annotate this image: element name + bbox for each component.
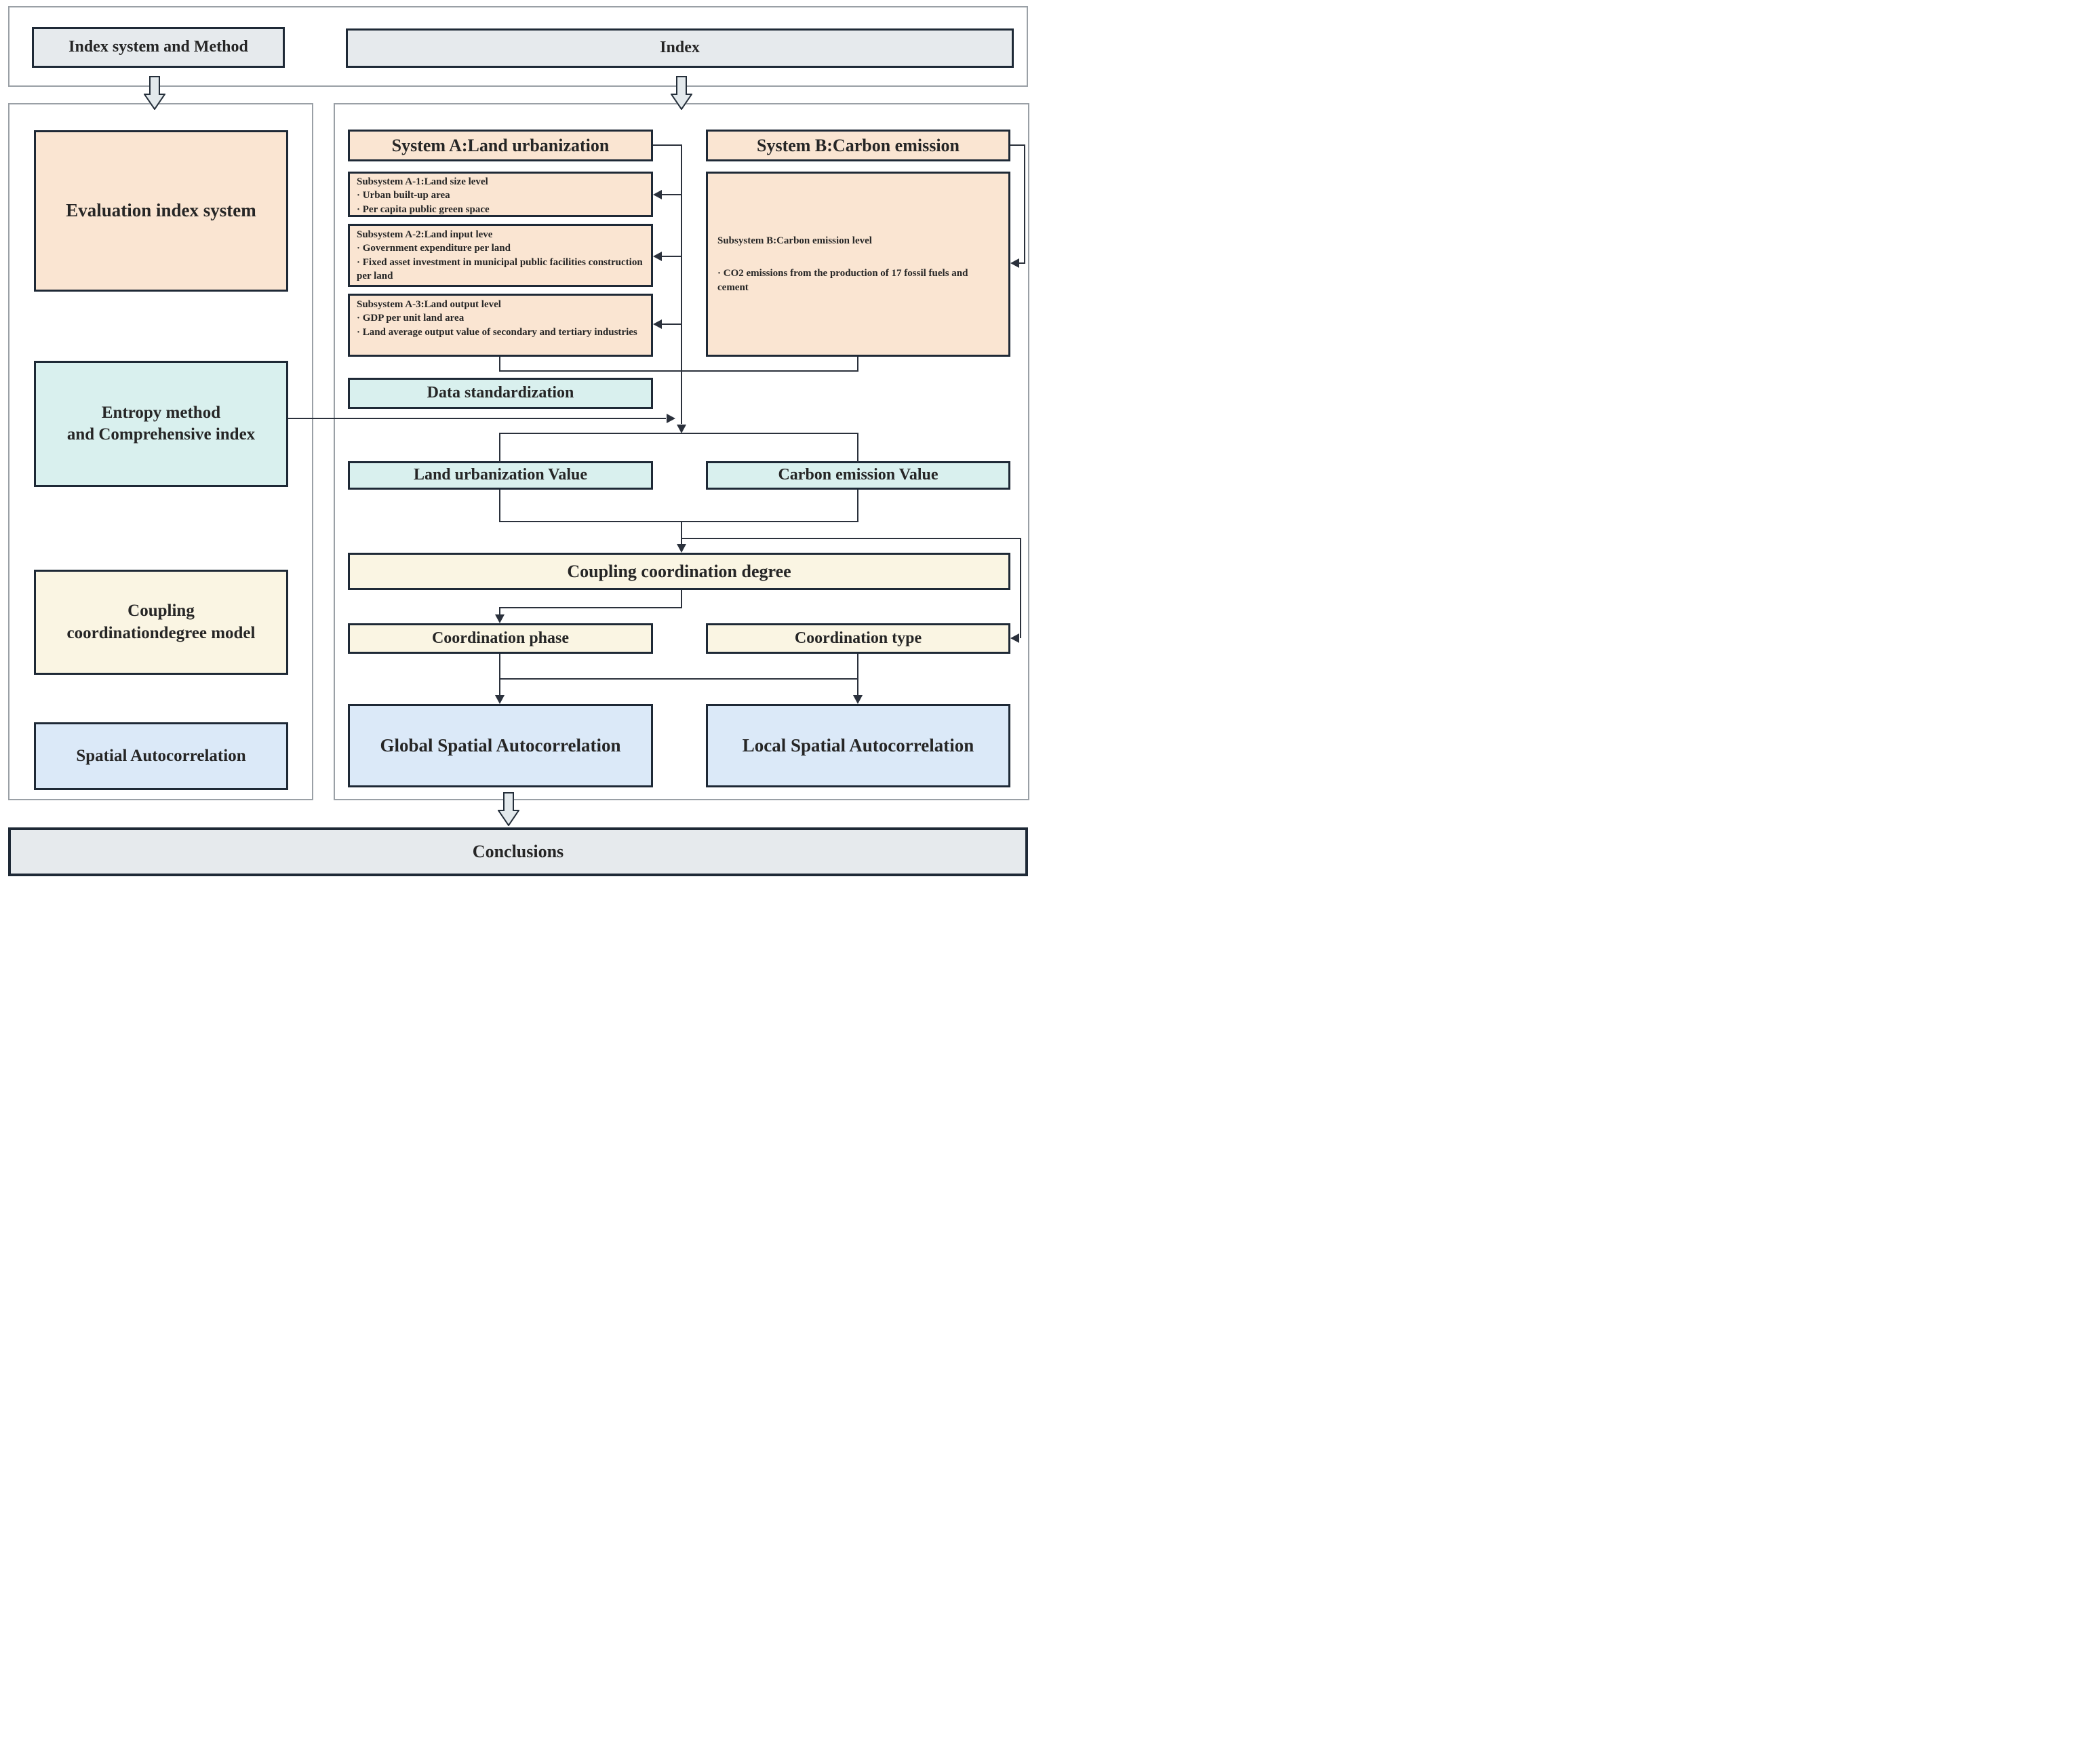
connector-into-b <box>1019 262 1025 264</box>
arrowhead-into-a2 <box>653 252 662 261</box>
arrowhead-into-b <box>1010 258 1019 268</box>
subsystem-a2-item: · Government expenditure per land <box>357 243 511 254</box>
entropy-method-box: Entropy method and Comprehensive index <box>34 361 288 487</box>
subsystem-b-box: Subsystem B:Carbon emission level · CO2 … <box>706 172 1010 357</box>
index-system-method-label: Index system and Method <box>68 38 248 56</box>
system-b-title: System B:Carbon emission <box>756 135 960 155</box>
entropy-method-label: Entropy method and Comprehensive index <box>66 403 256 444</box>
coordination-phase-label: Coordination phase <box>431 629 570 647</box>
subsystem-a3-item: · GDP per unit land area <box>357 313 465 324</box>
connector-a3-drop <box>499 357 500 372</box>
connector-b-drop <box>857 357 858 372</box>
connector-into-a1 <box>662 194 681 195</box>
coordination-phase-box: Coordination phase <box>348 623 653 654</box>
subsystem-a3-item: · Land average output value of secondary… <box>357 326 637 338</box>
system-b-header: System B:Carbon emission <box>706 130 1010 161</box>
connector-sysb-stub <box>1010 144 1025 146</box>
connector-split-right-drop <box>857 433 858 463</box>
spatial-autocorrelation-label: Spatial Autocorrelation <box>76 746 246 765</box>
subsystem-a1-title: Subsystem A-1:Land size level <box>357 176 488 187</box>
coordination-type-label: Coordination type <box>794 629 922 647</box>
spatial-autocorrelation-box: Spatial Autocorrelation <box>34 722 288 790</box>
connector-sysb-spine <box>1024 144 1025 264</box>
subsystem-a2-title: Subsystem A-2:Land input leve <box>357 229 493 240</box>
subsystem-a1-item: · Per capita public green space <box>357 203 490 215</box>
subsystem-a1-box: Subsystem A-1:Land size level · Urban bu… <box>348 172 653 217</box>
connector-sysa-spine <box>681 144 682 424</box>
index-system-method-box: Index system and Method <box>32 27 285 68</box>
subsystem-b-title: Subsystem B:Carbon emission level <box>717 235 872 247</box>
connector-split-left-drop <box>499 433 500 463</box>
subsystem-a1-item: · Urban built-up area <box>357 190 450 201</box>
index-box: Index <box>346 28 1014 68</box>
arrowhead-entropy <box>667 414 675 423</box>
coupling-model-box: Coupling coordinationdegree model <box>34 570 288 675</box>
local-spatial-label: Local Spatial Autocorrelation <box>742 734 974 756</box>
connector-merge-top <box>499 370 858 372</box>
local-spatial-box: Local Spatial Autocorrelation <box>706 704 1010 787</box>
coupling-degree-box: Coupling coordination degree <box>348 553 1010 590</box>
subsystem-a2-item: · Fixed asset investment in municipal pu… <box>357 256 643 281</box>
coupling-model-label: Coupling coordinationdegree model <box>66 602 256 642</box>
arrowhead-into-type <box>1010 633 1019 643</box>
global-spatial-label: Global Spatial Autocorrelation <box>380 734 621 756</box>
global-spatial-box: Global Spatial Autocorrelation <box>348 704 653 787</box>
connector-landvalue-drop <box>499 490 500 522</box>
connector-into-a2 <box>662 256 681 257</box>
arrowhead-into-phase <box>495 614 505 623</box>
subsystem-a3-title: Subsystem A-3:Land output level <box>357 299 501 310</box>
connector-to-coupling <box>681 521 682 545</box>
connector-carbonvalue-drop <box>857 490 858 522</box>
flowchart-canvas: Index system and Method Index Evaluation… <box>0 0 1038 882</box>
connector-coupling-horiz <box>499 607 682 608</box>
coupling-degree-label: Coupling coordination degree <box>567 561 791 581</box>
subsystem-a3-box: Subsystem A-3:Land output level · GDP pe… <box>348 294 653 357</box>
index-label: Index <box>660 39 700 57</box>
carbon-emission-value-box: Carbon emission Value <box>706 461 1010 490</box>
down-block-arrow-method <box>144 76 165 110</box>
land-urbanization-value-box: Land urbanization Value <box>348 461 653 490</box>
connector-bypass-horiz <box>681 538 1021 539</box>
connector-coupling-drop <box>681 590 682 608</box>
system-a-header: System A:Land urbanization <box>348 130 653 161</box>
data-standardization-box: Data standardization <box>348 378 653 409</box>
data-standardization-label: Data standardization <box>427 384 574 402</box>
connector-entropy-line <box>288 418 666 419</box>
arrowhead-into-global <box>495 695 505 704</box>
evaluation-index-system-label: Evaluation index system <box>66 200 256 221</box>
connector-into-a3 <box>662 324 681 325</box>
arrowhead-to-split <box>677 425 686 433</box>
connector-phase-drop <box>499 654 500 696</box>
down-block-arrow-conclusions <box>498 792 519 826</box>
connector-merge-bottom <box>499 678 858 680</box>
connector-phase-stub <box>499 607 500 616</box>
connector-bypass-vert <box>1020 538 1021 638</box>
connector-split-line <box>499 433 858 434</box>
connector-merge-mid <box>499 521 858 522</box>
subsystem-b-item: · CO2 emissions from the production of 1… <box>717 268 968 293</box>
subsystem-a2-box: Subsystem A-2:Land input leve · Governme… <box>348 224 653 287</box>
conclusions-bar: Conclusions <box>8 827 1028 876</box>
arrowhead-into-local <box>853 695 863 704</box>
conclusions-label: Conclusions <box>472 842 564 862</box>
land-urbanization-value-label: Land urbanization Value <box>413 466 588 484</box>
down-block-arrow-index <box>671 76 692 110</box>
arrowhead-into-a1 <box>653 190 662 199</box>
carbon-emission-value-label: Carbon emission Value <box>778 466 938 484</box>
connector-type-drop <box>857 654 858 696</box>
arrowhead-into-a3 <box>653 319 662 329</box>
connector-sysa-stub <box>653 144 682 146</box>
evaluation-index-system-box: Evaluation index system <box>34 130 288 292</box>
arrowhead-into-coupling <box>677 544 686 553</box>
coordination-type-box: Coordination type <box>706 623 1010 654</box>
system-a-title: System A:Land urbanization <box>391 135 610 155</box>
